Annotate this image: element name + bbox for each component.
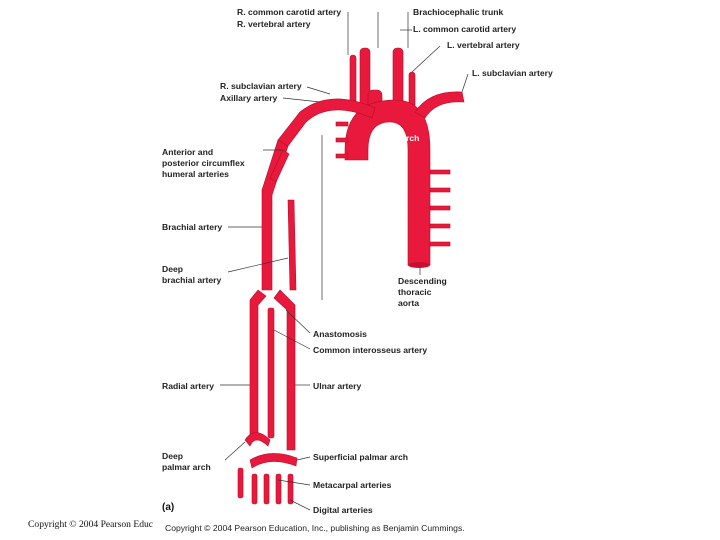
label-aortic-arch: Aortic arch [374, 133, 419, 143]
label-r-subclavian: R. subclavian artery [220, 81, 302, 91]
thoracic-branch-2 [335, 137, 349, 143]
r-vertebral-vessel [349, 54, 357, 108]
interosseus-vessel [267, 307, 275, 439]
label-deep-palmar-1: Deep [162, 451, 183, 461]
digital-vessel-1 [237, 467, 244, 499]
ulnar-vessel [273, 289, 296, 451]
thoracic-branch-3 [335, 153, 349, 159]
label-circumflex-2: posterior circumflex [162, 158, 245, 168]
slide-copyright: Copyright © 2004 Pearson Educ [28, 519, 154, 530]
label-l-vertebral: L. vertebral artery [447, 40, 520, 50]
label-digital: Digital arteries [313, 505, 373, 515]
intercostal-1 [429, 169, 451, 175]
label-axillary: Axillary artery [220, 93, 278, 103]
panel-label: (a) [162, 502, 175, 513]
intercostal-5 [429, 241, 451, 247]
label-metacarpal: Metacarpal arteries [313, 480, 392, 490]
radial-vessel [249, 289, 267, 441]
label-deep-palmar-2: palmar arch [162, 462, 211, 472]
label-radial: Radial artery [162, 381, 214, 391]
leader-lines [220, 12, 469, 511]
label-r-common-carotid: R. common carotid artery [237, 7, 341, 17]
label-deep-brachial-2: brachial artery [162, 275, 221, 285]
digital-vessel-3 [263, 473, 270, 505]
label-descending-2: thoracic [398, 287, 432, 297]
thoracic-branch-1 [335, 121, 349, 127]
label-ulnar: Ulnar artery [313, 381, 361, 391]
label-brachial: Brachial artery [162, 222, 222, 232]
intercostal-2 [429, 187, 451, 193]
label-superficial-palmar: Superficial palmar arch [313, 452, 408, 462]
descending-aorta-end [408, 262, 430, 268]
l-subclavian-vessel [414, 91, 465, 119]
digital-vessel-4 [275, 473, 282, 505]
label-descending-3: aorta [398, 298, 419, 308]
label-circumflex-1: Anterior and [162, 147, 213, 157]
label-descending-1: Descending [398, 276, 447, 286]
label-common-interosseus: Common interosseus artery [313, 345, 427, 355]
label-circumflex-3: humeral arteries [162, 169, 229, 179]
digital-vessel-5 [287, 473, 294, 505]
digital-vessel-2 [251, 473, 258, 505]
deep-palmar-vessel [244, 432, 271, 447]
label-l-common-carotid: L. common carotid artery [413, 24, 516, 34]
labels: R. common carotid artery R. vertebral ar… [162, 7, 553, 515]
intercostal-4 [429, 223, 451, 229]
arteries [237, 47, 465, 505]
circumflex-vessel [269, 149, 290, 183]
deep-brachial-vessel [287, 199, 297, 291]
label-l-subclavian: L. subclavian artery [472, 68, 553, 78]
label-anastomosis: Anastomosis [313, 329, 367, 339]
aortic-arch-vessel [344, 99, 431, 266]
intercostal-3 [429, 205, 451, 211]
label-deep-brachial-1: Deep [162, 264, 183, 274]
label-r-vertebral: R. vertebral artery [237, 19, 311, 29]
figure-copyright: Copyright © 2004 Pearson Education, Inc.… [165, 523, 465, 533]
superficial-palmar-vessel [249, 453, 298, 469]
brachial-vessel [261, 139, 289, 291]
label-brachiocephalic: Brachiocephalic trunk [413, 7, 503, 17]
